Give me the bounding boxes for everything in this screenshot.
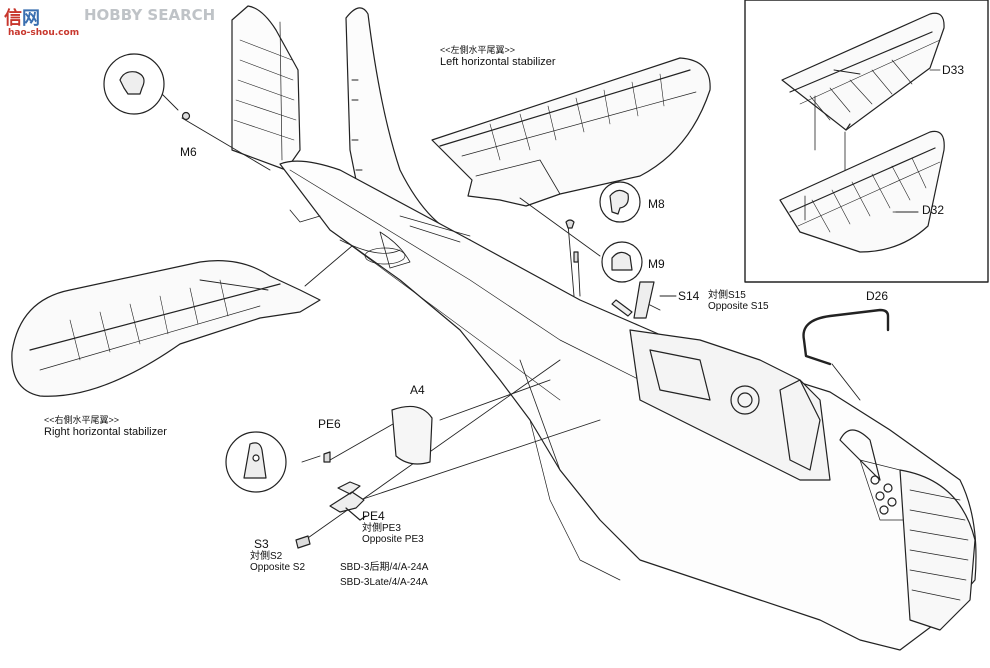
part-d32 xyxy=(779,130,945,253)
inset-frame xyxy=(744,0,989,283)
variant-cn-label: SBD-3后期/4/A-24A xyxy=(340,562,429,573)
opposite-s2-cn-label: 対側S2 xyxy=(250,551,283,562)
part-s14-label: S14 xyxy=(678,289,700,303)
part-d33 xyxy=(781,12,945,171)
watermark-logo-char-2: 网 xyxy=(22,8,40,29)
small-parts xyxy=(181,111,890,549)
watermark-text: HOBBY SEARCH xyxy=(84,6,216,24)
watermark-logo-char: 信 xyxy=(4,8,22,29)
detail-circles xyxy=(103,53,643,493)
rudder xyxy=(231,5,301,171)
part-a4-label: A4 xyxy=(410,383,425,397)
part-d33-label: D33 xyxy=(942,63,965,77)
rear-frame xyxy=(899,469,976,631)
part-m8-label: M8 xyxy=(648,197,665,211)
part-d26-label: D26 xyxy=(866,289,889,303)
opposite-pe3-cn-label: 対側PE3 xyxy=(362,523,401,534)
opposite-s15-label: Opposite S15 xyxy=(708,301,769,312)
watermark-site: hao-shou.com xyxy=(8,28,80,38)
right-stabilizer-cn-label: <<右側水平尾翼>> xyxy=(44,415,120,425)
left-stabilizer-label: Left horizontal stabilizer xyxy=(440,56,556,68)
part-pe6-label: PE6 xyxy=(318,417,341,431)
left-stabilizer xyxy=(431,57,711,207)
part-pe4-label: PE4 xyxy=(362,509,385,523)
opposite-s2-label: Opposite S2 xyxy=(250,562,306,573)
part-s3-label: S3 xyxy=(254,537,269,551)
right-stabilizer xyxy=(11,260,321,397)
fuselage xyxy=(279,160,977,651)
part-d32-label: D32 xyxy=(922,203,945,217)
part-m9-label: M9 xyxy=(648,257,665,271)
cockpit xyxy=(629,329,911,521)
right-stabilizer-label: Right horizontal stabilizer xyxy=(44,426,167,438)
opposite-s15-cn-label: 対側S15 xyxy=(708,290,746,301)
watermark-logo: 信网 xyxy=(4,4,40,30)
part-m6-label: M6 xyxy=(180,145,197,159)
left-stabilizer-cn-label: <<左側水平尾翼>> xyxy=(440,45,516,55)
opposite-pe3-label: Opposite PE3 xyxy=(362,534,424,545)
variant-label: SBD-3Late/4/A-24A xyxy=(340,577,428,588)
